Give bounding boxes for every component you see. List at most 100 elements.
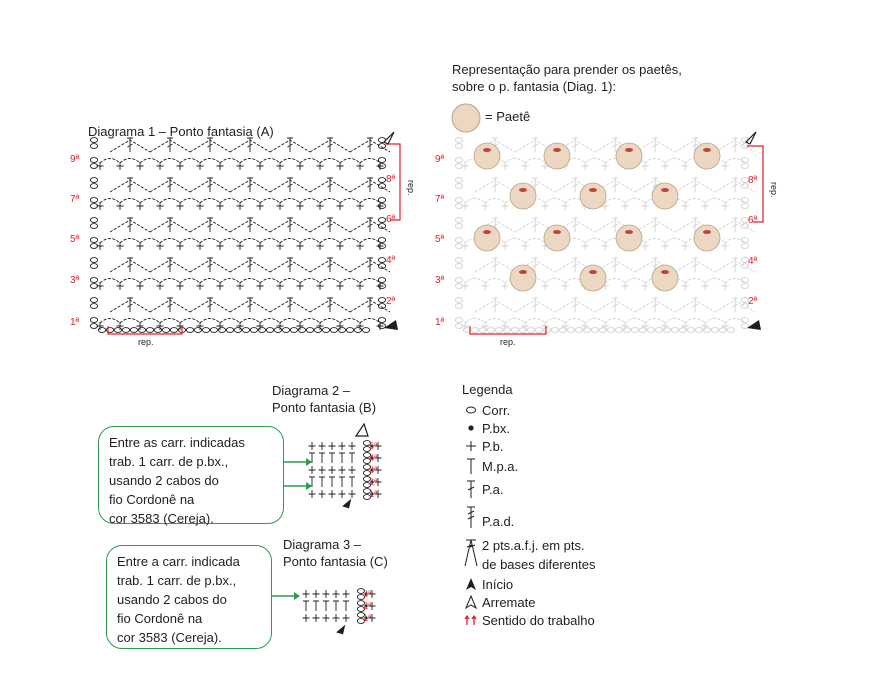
legend-label: Sentido do trabalho — [482, 612, 595, 628]
chain-stitch — [590, 327, 600, 333]
chain-arch — [524, 158, 546, 164]
chain-stitch — [614, 327, 624, 333]
note-line: cor 3583 (Cereja). — [117, 630, 222, 645]
rep-row-label-5: 5ª — [435, 234, 445, 245]
chain-arch — [279, 318, 301, 324]
chain-stitch — [510, 327, 520, 333]
chain-arch — [604, 198, 626, 204]
chain-stitch — [201, 327, 211, 333]
chain-arch — [239, 238, 261, 244]
sequin-hole — [589, 188, 597, 192]
chain-arch — [279, 198, 301, 204]
chain-stitch — [305, 327, 315, 333]
single-crochet — [501, 162, 509, 170]
single-crochet — [356, 282, 364, 290]
chain-stitch — [454, 137, 464, 143]
chain-stitch — [694, 327, 704, 333]
chain-icon — [462, 406, 480, 414]
single-crochet — [176, 242, 184, 250]
row-label-1: 1ª — [70, 317, 80, 328]
chain-stitch — [740, 257, 750, 263]
single-crochet — [296, 322, 304, 330]
chain-arch — [299, 278, 321, 284]
legend: Legenda Corr. P.bx. P.b. M.p.a. P.a. P.a… — [462, 382, 595, 629]
diagram1-left-labels: 9ª 7ª 5ª 3ª 1ª — [70, 154, 80, 328]
chain-stitch — [710, 327, 720, 333]
legend-label: P.a.d. — [482, 514, 515, 529]
diagram1-chart: 9ª 7ª 5ª 3ª 1ª 8ª 6ª 4ª 2ª rep. rep. — [70, 131, 416, 347]
half-double-crochet-icon — [462, 457, 480, 475]
chain-arch — [564, 318, 586, 324]
rep-row-label-1: 1ª — [435, 317, 445, 328]
legend-label: P.a. — [482, 481, 504, 497]
single-crochet — [601, 162, 609, 170]
single-crochet — [312, 590, 320, 598]
chain-arch — [239, 198, 261, 204]
legend-label: Início — [482, 576, 514, 592]
chain-arch — [624, 318, 646, 324]
single-crochet — [581, 322, 589, 330]
double-crochet — [692, 217, 698, 232]
chain-arch — [724, 238, 746, 244]
slip-stitch — [370, 468, 374, 472]
legend-item-direction: Sentido do trabalho — [462, 611, 595, 629]
note-line: usando 2 cabos do — [109, 473, 219, 488]
sequin-key-icon — [451, 103, 481, 133]
single-crochet — [374, 442, 382, 450]
chain-arch — [299, 198, 321, 204]
single-crochet — [216, 162, 224, 170]
double-crochet — [532, 177, 538, 192]
single-crochet — [461, 202, 469, 210]
single-crochet — [541, 162, 549, 170]
chain-arch — [359, 278, 381, 284]
chain-stitch — [353, 327, 363, 333]
chain-stitch — [454, 257, 464, 263]
single-crochet — [681, 162, 689, 170]
start-arrow-icon — [384, 320, 398, 330]
sequin-hole — [703, 148, 711, 152]
double-crochet — [247, 217, 253, 232]
single-crochet — [661, 242, 669, 250]
chain-stitch — [356, 618, 366, 624]
chain-arch — [339, 158, 361, 164]
single-crochet — [561, 322, 569, 330]
chain-stitch — [377, 197, 387, 203]
chain-arch — [259, 198, 281, 204]
representation-right-labels: 8ª 6ª 4ª 2ª — [748, 175, 758, 307]
chain-stitch — [362, 470, 372, 476]
chain-stitch — [454, 243, 464, 249]
chain-stitch — [241, 327, 251, 333]
chain-arch — [339, 198, 361, 204]
double-crochet — [612, 217, 618, 232]
half-double — [349, 476, 355, 487]
chain-stitch — [454, 177, 464, 183]
chain-v — [674, 299, 716, 313]
chain-arch — [219, 318, 241, 324]
chain-arch — [484, 278, 506, 284]
chain-arch — [339, 238, 361, 244]
chain-arch — [319, 238, 341, 244]
chain-arch — [484, 318, 506, 324]
chain-stitch — [362, 452, 372, 458]
row-label-5: 5ª — [70, 234, 80, 245]
row-label-4: 4ª — [386, 255, 396, 266]
chain-stitch — [89, 257, 99, 263]
chain-arch — [704, 278, 726, 284]
double-crochet — [287, 217, 293, 232]
chain-arch — [624, 198, 646, 204]
chain-stitch — [89, 263, 99, 269]
diagram3-title: Diagrama 3 – Ponto fantasia (C) — [283, 536, 388, 570]
chain-stitch — [740, 163, 750, 169]
double-crochet — [367, 177, 373, 192]
chain-arch — [139, 198, 161, 204]
chain-arch — [259, 238, 281, 244]
representation-title: Representação para prender os paetês, so… — [452, 61, 682, 95]
single-crochet — [336, 162, 344, 170]
double-crochet — [492, 177, 498, 192]
double-crochet — [692, 297, 698, 312]
single-crochet — [501, 282, 509, 290]
double-crochet — [612, 177, 618, 192]
chain-stitch — [281, 327, 291, 333]
chain-stitch — [670, 327, 680, 333]
diagram2-title-line1: Diagrama 2 – — [272, 383, 351, 398]
